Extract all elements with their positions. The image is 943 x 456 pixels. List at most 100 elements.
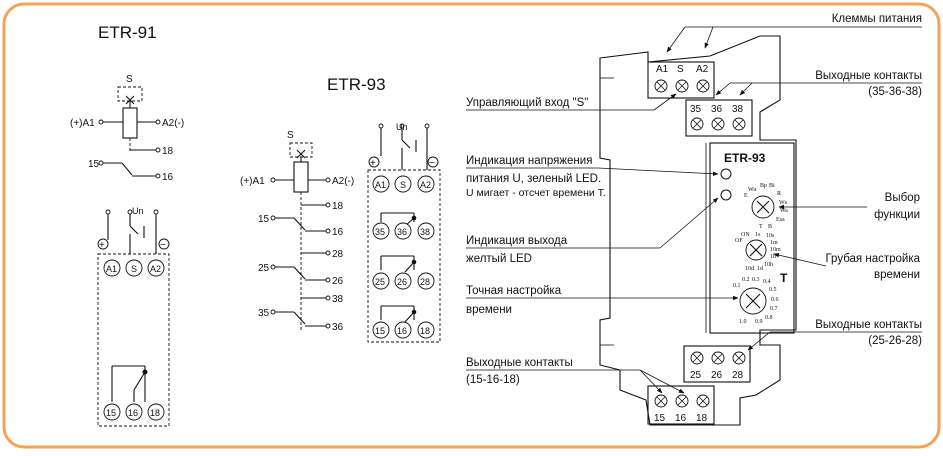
top-screws bbox=[654, 79, 710, 93]
etr91-15-label: 15 bbox=[88, 159, 100, 170]
etr93-out-15: 15 bbox=[375, 326, 385, 336]
callout-coarse-1: Грубая настройка bbox=[825, 253, 920, 265]
etr91-schematic: S (+)A1 A2(-) 18 15 16 bbox=[70, 74, 184, 183]
svg-text:E: E bbox=[744, 193, 748, 199]
bottom-output-screws bbox=[654, 394, 710, 408]
svg-text:1m: 1m bbox=[770, 240, 778, 246]
callout-fine-2: времени bbox=[466, 304, 512, 316]
dev-term-a2: A2 bbox=[696, 64, 709, 75]
etr93-section: ETR-93 S (+)A1 A2(-) 18 15 16 bbox=[240, 75, 441, 343]
svg-text:0.2: 0.2 bbox=[742, 277, 750, 283]
svg-text:ON: ON bbox=[741, 232, 750, 238]
svg-text:10s: 10s bbox=[766, 233, 775, 239]
callout-output-ind-1: Индикация выхода bbox=[466, 235, 568, 247]
svg-text:B: B bbox=[768, 224, 772, 230]
dev-out-16: 16 bbox=[675, 413, 687, 424]
svg-text:Wu: Wu bbox=[748, 187, 756, 193]
callout-voltage-1: Индикация напряжения bbox=[466, 155, 592, 167]
etr93-out-18: 18 bbox=[420, 326, 430, 336]
etr91-wiring: Un + − A1 S A2 15 bbox=[97, 206, 170, 427]
svg-text:0.9: 0.9 bbox=[755, 319, 763, 325]
svg-text:T: T bbox=[759, 224, 763, 230]
etr93-out-25: 25 bbox=[375, 277, 385, 287]
upper-output-screws bbox=[690, 117, 746, 131]
etr91-18-label: 18 bbox=[162, 146, 174, 157]
etr93-out-38: 38 bbox=[420, 227, 430, 237]
etr91-a2-label: A2(-) bbox=[162, 118, 184, 129]
range-dial[interactable]: ON 1s 10s OF 1m 10m 1h 10d 1d 10h bbox=[735, 232, 781, 272]
etr93-out-26: 26 bbox=[397, 277, 407, 287]
callout-output-ind-2: желтый LED bbox=[466, 253, 532, 265]
dev-out-25: 25 bbox=[690, 370, 702, 381]
etr93-term-s: S bbox=[400, 180, 406, 190]
etr93-38-label: 38 bbox=[332, 294, 344, 305]
etr93-a1-label: (+)A1 bbox=[240, 176, 265, 187]
dev-out-26: 26 bbox=[711, 370, 723, 381]
svg-text:0.1: 0.1 bbox=[733, 283, 741, 289]
etr91-s-label: S bbox=[126, 74, 133, 85]
etr93-26-label: 26 bbox=[332, 276, 344, 287]
output-led bbox=[720, 189, 732, 201]
svg-text:0.8: 0.8 bbox=[765, 315, 773, 321]
etr93-term-a1: A1 bbox=[375, 180, 386, 190]
etr93-schematic: S (+)A1 A2(-) 18 15 16 28 bbox=[240, 130, 354, 333]
function-dial[interactable]: Wu Bp Bi E R Ws Wa Esa T B bbox=[744, 183, 788, 230]
etr91-plus: + bbox=[99, 240, 105, 251]
callout-function-2: функции bbox=[874, 209, 920, 221]
callout-out-bottom-sub: (15-16-18) bbox=[466, 374, 520, 386]
etr93-out-36: 36 bbox=[397, 227, 407, 237]
svg-text:Ws: Ws bbox=[779, 200, 788, 206]
svg-text:R: R bbox=[777, 191, 781, 197]
etr93-wiring: Un + − A1 S A2 35 bbox=[367, 122, 441, 343]
etr91-out-16: 16 bbox=[128, 408, 138, 418]
voltage-led bbox=[720, 168, 732, 180]
etr93-out-35: 35 bbox=[375, 227, 385, 237]
svg-text:0.6: 0.6 bbox=[771, 297, 779, 303]
etr91-term-s: S bbox=[131, 264, 137, 274]
etr93-out-28: 28 bbox=[420, 277, 430, 287]
svg-text:10m: 10m bbox=[770, 247, 781, 253]
etr93-minus: − bbox=[429, 158, 435, 169]
etr91-un-label: Un bbox=[132, 206, 144, 216]
callout-voltage-3: U мигает - отсчет времени T. bbox=[466, 187, 606, 199]
etr91-out-18: 18 bbox=[150, 408, 160, 418]
dev-out-35: 35 bbox=[690, 104, 702, 115]
svg-text:1s: 1s bbox=[755, 232, 761, 238]
mid-output-screws bbox=[690, 351, 746, 365]
callout-function-1: Выбор bbox=[885, 192, 920, 204]
etr93-28-label: 28 bbox=[332, 249, 344, 260]
etr93-25-label: 25 bbox=[258, 263, 270, 274]
svg-text:Bi: Bi bbox=[769, 183, 775, 189]
dev-out-38: 38 bbox=[732, 104, 744, 115]
svg-text:10d: 10d bbox=[745, 266, 754, 272]
fine-dial[interactable]: 0.2 0.3 0.4 0.1 0.5 0.6 0.7 0.8 1.0 0.9 bbox=[733, 277, 779, 325]
etr91-term-a1: A1 bbox=[106, 264, 117, 274]
svg-text:OF: OF bbox=[735, 238, 743, 244]
etr93-un-label: Un bbox=[396, 122, 408, 132]
etr93-16-label: 16 bbox=[332, 227, 344, 238]
callout-out-mid: Выходные контакты bbox=[815, 319, 922, 331]
etr93-plus: + bbox=[370, 158, 376, 169]
svg-text:0.5: 0.5 bbox=[769, 287, 777, 293]
etr93-s-label: S bbox=[287, 130, 294, 141]
dev-term-a1: A1 bbox=[656, 64, 669, 75]
svg-text:Wa: Wa bbox=[780, 208, 788, 214]
svg-text:10h: 10h bbox=[764, 262, 773, 268]
etr93-out-16: 16 bbox=[397, 326, 407, 336]
etr91-section: ETR-91 S (+)A1 A2(-) 18 15 16 bbox=[70, 23, 184, 427]
dev-out-28: 28 bbox=[732, 370, 744, 381]
callout-out-bottom: Выходные контакты bbox=[466, 357, 573, 369]
t-label: T bbox=[780, 271, 788, 285]
etr91-title: ETR-91 bbox=[98, 23, 157, 42]
device-drawing: ETR-93 A1 S A2 35 36 38 Wu Bp Bi bbox=[599, 35, 797, 426]
etr93-15-label: 15 bbox=[258, 214, 270, 225]
svg-text:0.3: 0.3 bbox=[752, 277, 760, 283]
etr91-term-a2: A2 bbox=[150, 264, 161, 274]
etr91-a1-label: (+)A1 bbox=[70, 118, 95, 129]
etr93-35-label: 35 bbox=[258, 308, 270, 319]
svg-text:1h: 1h bbox=[770, 254, 776, 260]
callout-voltage-2: питания U, зеленый LED. bbox=[466, 173, 601, 185]
callout-power-terminals: Клеммы питания bbox=[832, 13, 922, 25]
etr93-36-label: 36 bbox=[332, 322, 344, 333]
